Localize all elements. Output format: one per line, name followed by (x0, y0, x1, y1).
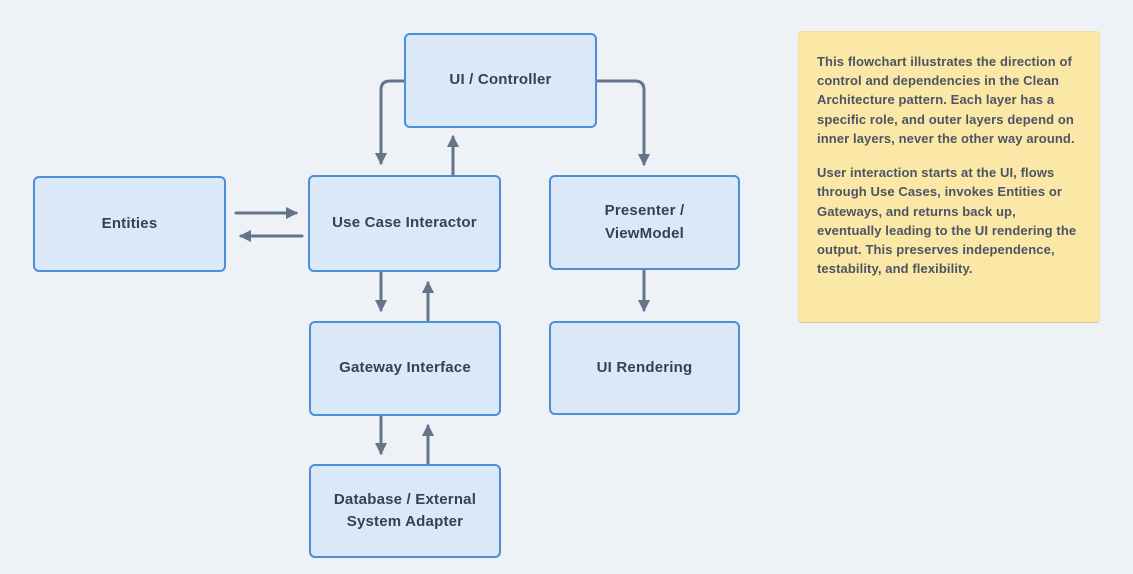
node-gateway-interface: Gateway Interface (309, 321, 501, 416)
annotation-note: This flowchart illustrates the direction… (798, 31, 1100, 323)
node-ui-controller-label: UI / Controller (449, 71, 552, 89)
node-database-adapter: Database / External System Adapter (309, 464, 501, 558)
node-entities: Entities (33, 176, 226, 272)
edge-uicontroller-to-presenter (595, 79, 650, 166)
node-ui-controller: UI / Controller (404, 33, 597, 128)
node-use-case-interactor-label: Use Case Interactor (332, 214, 477, 232)
edge-uicontroller-to-usecase (375, 79, 406, 165)
node-ui-rendering-label: UI Rendering (596, 358, 693, 376)
annotation-paragraph-2: User interaction starts at the UI, flows… (817, 165, 1077, 277)
annotation-paragraph-1: This flowchart illustrates the direction… (817, 54, 1075, 146)
node-presenter-viewmodel: Presenter / ViewModel (549, 175, 740, 270)
node-database-adapter-label: Database / External System Adapter (333, 490, 477, 531)
node-entities-label: Entities (101, 214, 158, 232)
node-use-case-interactor: Use Case Interactor (308, 175, 501, 272)
node-presenter-viewmodel-label: Presenter / ViewModel (604, 202, 685, 242)
node-ui-rendering: UI Rendering (549, 321, 740, 415)
node-gateway-interface-label: Gateway Interface (339, 359, 471, 377)
